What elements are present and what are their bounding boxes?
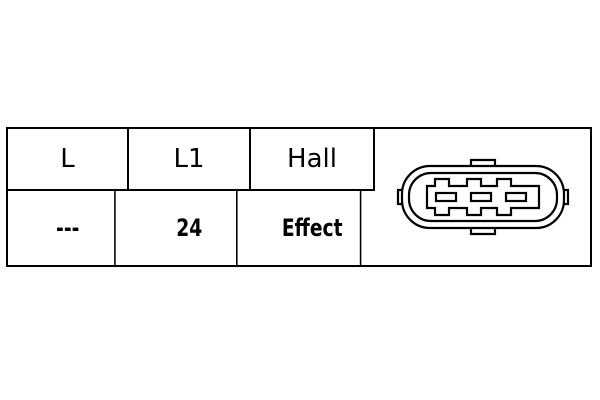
connector-pin-3 bbox=[504, 191, 527, 203]
connector-top-key bbox=[469, 158, 496, 166]
connector-bottom-key bbox=[469, 228, 496, 236]
header-length-l1: L1 bbox=[129, 129, 251, 191]
connector-cavity-frame bbox=[425, 177, 540, 217]
value-length: --- bbox=[21, 191, 116, 265]
connector-pin-2 bbox=[469, 191, 492, 203]
header-length: L bbox=[8, 129, 129, 191]
value-length-l1: 24 bbox=[142, 191, 238, 265]
sensor-spec-table: L L1 Hall --- 24 Effect bbox=[6, 127, 592, 267]
connector-right-tab bbox=[563, 188, 569, 206]
connector-housing-inner bbox=[407, 171, 558, 223]
3-pin-connector-icon bbox=[396, 158, 569, 236]
connector-housing-outer bbox=[400, 164, 565, 230]
connector-cell bbox=[375, 129, 590, 265]
value-sensor-type: Effect bbox=[265, 191, 362, 265]
header-sensor-type: Hall bbox=[251, 129, 375, 191]
connector-left-tab bbox=[396, 188, 402, 206]
connector-pin-1 bbox=[434, 191, 457, 203]
